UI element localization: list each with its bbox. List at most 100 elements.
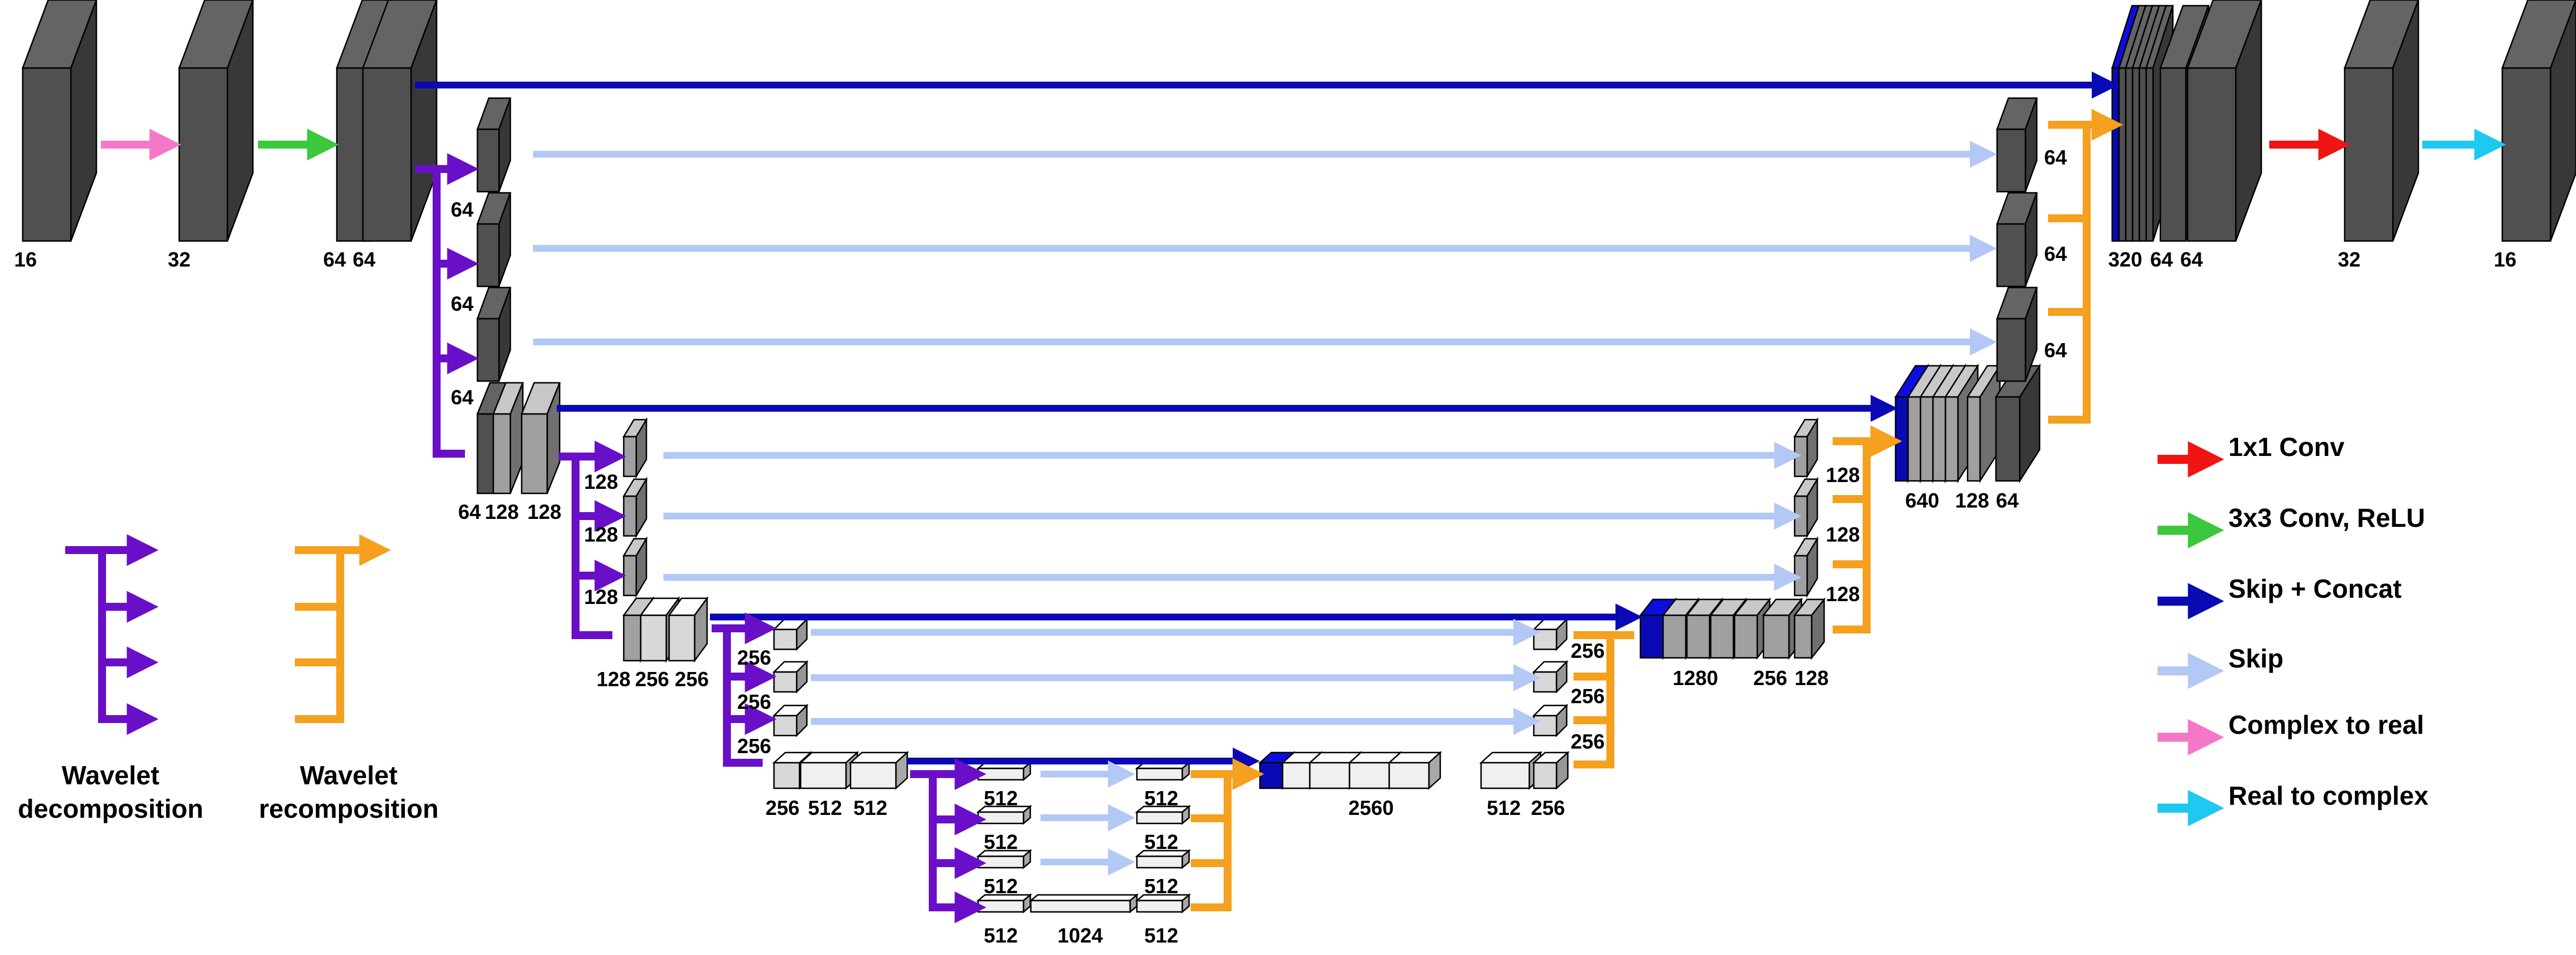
channel-label: 64 bbox=[2180, 248, 2203, 271]
wavelet-recomp-l3 bbox=[1573, 631, 1614, 768]
legend-label: Skip + Concat bbox=[2228, 574, 2401, 603]
channel-label: 1024 bbox=[1058, 924, 1103, 947]
channel-label: 128 bbox=[584, 585, 618, 609]
wavelet-recomp-l4 bbox=[1191, 770, 1232, 911]
channel-label: 256 bbox=[1753, 666, 1787, 690]
channel-label: 256 bbox=[1571, 639, 1605, 662]
r2-subband-1 bbox=[1793, 476, 1819, 539]
channel-label: 512 bbox=[1144, 924, 1178, 947]
wavelet-recomp-l2 bbox=[1833, 437, 1871, 633]
map-64b bbox=[362, 0, 438, 242]
legend-label: Real to complex bbox=[2228, 781, 2429, 810]
channel-label: 64 bbox=[451, 292, 473, 315]
bottleneck-1024 bbox=[1029, 893, 1139, 914]
l4-subband-0 bbox=[976, 761, 1033, 781]
legend-item: Skip + Concat bbox=[2158, 574, 2401, 619]
r4-subband-3 bbox=[1135, 893, 1191, 914]
channel-label: 256 bbox=[737, 734, 771, 758]
r1-subband-2 bbox=[1996, 286, 2038, 382]
out-16 bbox=[2501, 0, 2576, 242]
l1-stack-128a bbox=[492, 382, 524, 495]
channel-label: 512 bbox=[853, 796, 887, 819]
legend-item: Skip bbox=[2158, 644, 2283, 689]
d2-128 bbox=[1793, 597, 1826, 660]
channel-label: 64 bbox=[323, 248, 346, 271]
legend-item: 3x3 Conv, ReLU bbox=[2158, 503, 2425, 548]
l2-stack-256b bbox=[667, 596, 709, 663]
channel-label: 64 bbox=[458, 500, 481, 523]
r2-subband-2 bbox=[1793, 536, 1819, 598]
legend-label: Complex to real bbox=[2228, 710, 2424, 740]
r4-subband-2 bbox=[1135, 849, 1191, 869]
l1-subband-0 bbox=[476, 97, 511, 193]
wavelet-decomposition-subtitle: decomposition bbox=[18, 794, 203, 823]
d3-256 bbox=[1532, 751, 1570, 790]
channel-label: 2560 bbox=[1348, 796, 1394, 819]
channel-label: 128 bbox=[1826, 582, 1860, 606]
r2-subband-0 bbox=[1793, 417, 1819, 479]
legend-label: Skip bbox=[2228, 644, 2283, 673]
l3-stack-512a bbox=[798, 751, 860, 790]
channel-label: 256 bbox=[737, 646, 771, 669]
channel-label: 512 bbox=[1144, 874, 1178, 898]
channel-label: 16 bbox=[2494, 248, 2516, 271]
map-32 bbox=[178, 0, 254, 242]
wavelet-decomp-l1 bbox=[415, 165, 465, 458]
l1-subband-1 bbox=[476, 192, 511, 288]
r3-subband-1 bbox=[1532, 660, 1569, 694]
channel-label: 256 bbox=[1531, 796, 1565, 819]
channel-label: 16 bbox=[14, 248, 37, 271]
channel-label: 64 bbox=[451, 198, 473, 221]
legend-item: Complex to real bbox=[2158, 710, 2424, 755]
input-map-16 bbox=[22, 0, 98, 242]
channel-label: 512 bbox=[984, 830, 1018, 853]
channel-label: 64 bbox=[2150, 248, 2173, 271]
channel-label: 128 bbox=[485, 500, 519, 523]
channel-label: 512 bbox=[1144, 787, 1178, 810]
r4-subband-1 bbox=[1135, 805, 1191, 825]
out-32 bbox=[2344, 0, 2420, 242]
r3-subband-0 bbox=[1532, 617, 1569, 652]
channel-label: 1280 bbox=[1673, 666, 1718, 690]
l2-subband-2 bbox=[622, 536, 648, 598]
channel-label: 512 bbox=[984, 874, 1018, 898]
legend-item: Real to complex bbox=[2158, 781, 2429, 826]
wavelet-recomp-l1 bbox=[2048, 121, 2091, 424]
l2-subband-1 bbox=[622, 476, 648, 539]
channel-label: 320 bbox=[2108, 248, 2142, 271]
l3-subband-0 bbox=[772, 617, 809, 652]
channel-label: 512 bbox=[1487, 796, 1521, 819]
channel-label: 128 bbox=[1955, 489, 1989, 512]
d3-d bbox=[1387, 751, 1443, 790]
channel-label: 128 bbox=[584, 523, 618, 546]
d1-64 bbox=[1994, 363, 2041, 484]
channel-label: 64 bbox=[2044, 242, 2067, 265]
legend-label: 3x3 Conv, ReLU bbox=[2228, 503, 2425, 533]
channel-label: 64 bbox=[2044, 339, 2067, 362]
r1-subband-1 bbox=[1996, 192, 2038, 288]
channel-label: 256 bbox=[1571, 684, 1605, 708]
channel-label: 64 bbox=[451, 386, 473, 409]
wavelet-recomposition-title: Wavelet bbox=[300, 760, 397, 790]
channel-label: 64 bbox=[353, 248, 375, 271]
channel-label: 256 bbox=[675, 667, 709, 691]
d3-512 bbox=[1479, 751, 1543, 790]
channel-label: 512 bbox=[1144, 830, 1178, 853]
r3-subband-2 bbox=[1532, 703, 1569, 738]
feature-map-blocks bbox=[22, 0, 2576, 914]
connection-arrows bbox=[101, 71, 2506, 923]
r4-subband-0 bbox=[1135, 761, 1191, 781]
channel-label: 512 bbox=[984, 924, 1018, 947]
l3-stack-512b bbox=[848, 751, 910, 790]
channel-label: 256 bbox=[1571, 730, 1605, 753]
channel-label: 128 bbox=[1826, 463, 1860, 487]
r1-subband-0 bbox=[1996, 97, 2038, 193]
channel-label: 64 bbox=[2044, 146, 2067, 169]
channel-label: 512 bbox=[808, 796, 842, 819]
l2-subband-0 bbox=[622, 417, 648, 479]
wavelet-decomp-l3 bbox=[712, 624, 763, 767]
channel-label: 128 bbox=[527, 500, 561, 523]
channel-label: 256 bbox=[765, 796, 800, 819]
